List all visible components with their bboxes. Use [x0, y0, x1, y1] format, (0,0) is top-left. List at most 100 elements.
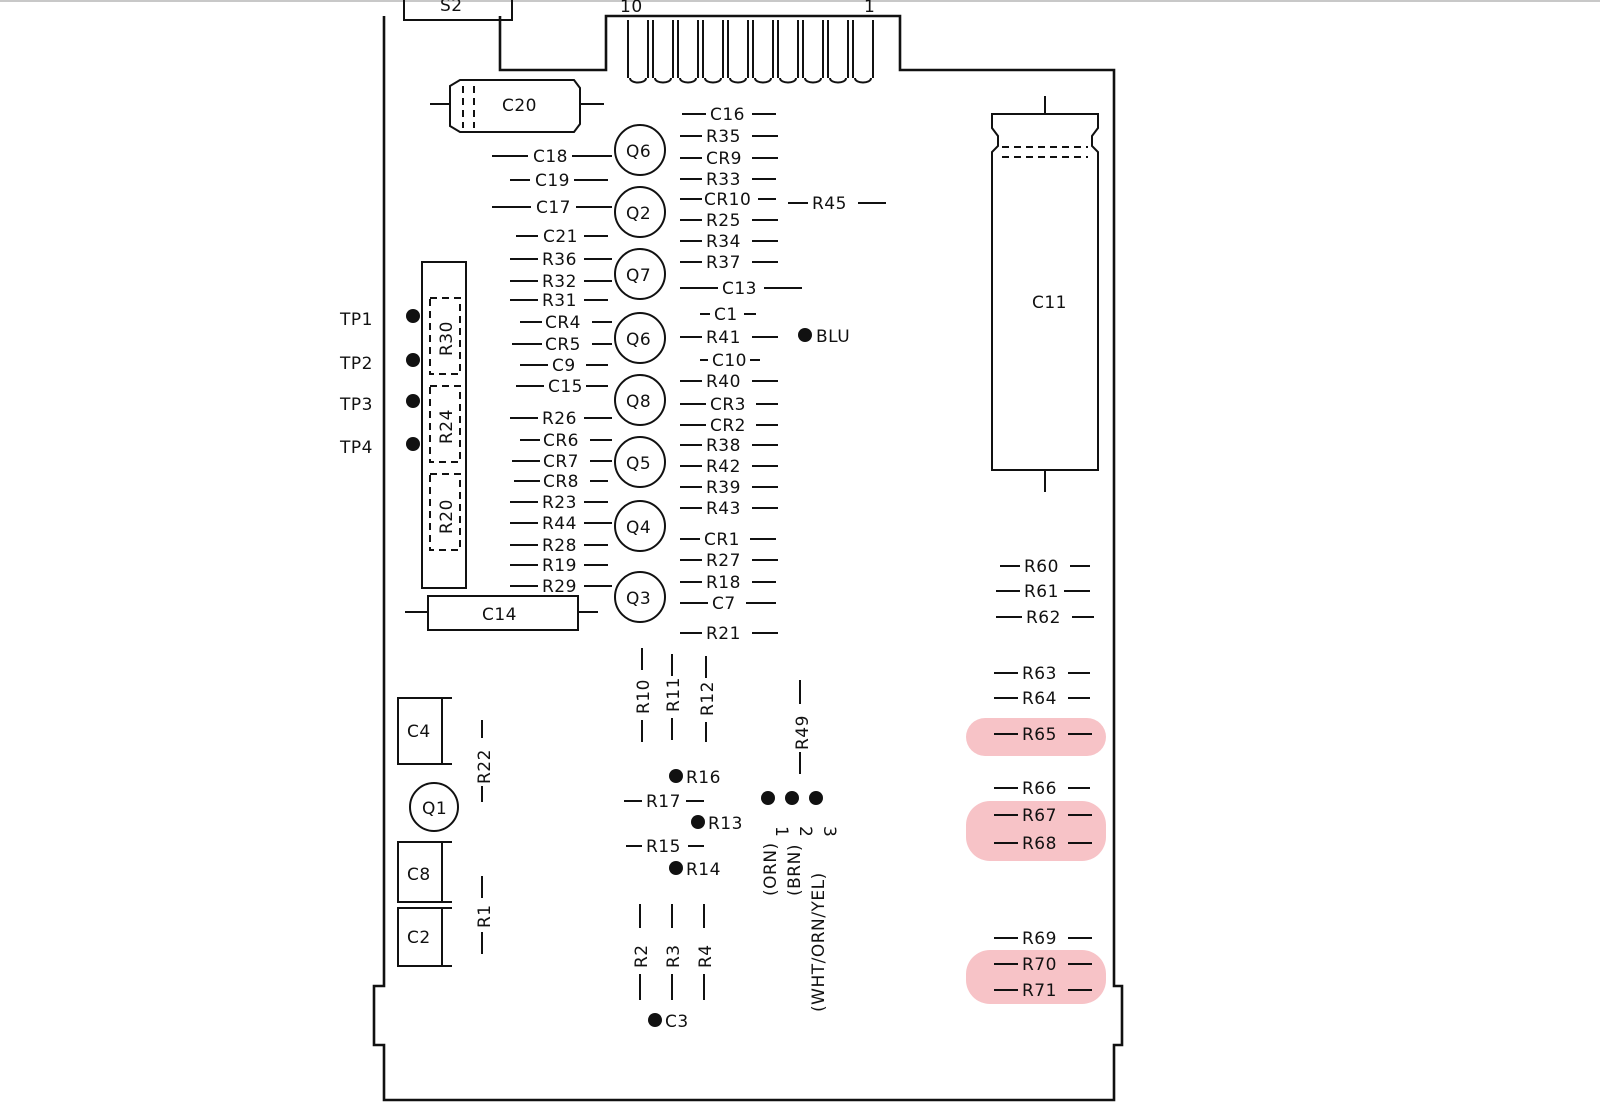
- tp1-dot: [406, 309, 420, 323]
- svg-text:R40: R40: [706, 372, 741, 392]
- svg-text:R32: R32: [542, 272, 577, 292]
- svg-text:C18: C18: [533, 147, 568, 167]
- svg-text:R16: R16: [686, 768, 721, 788]
- component-r35: R35: [680, 127, 778, 147]
- svg-text:R69: R69: [1022, 929, 1057, 949]
- component-r45: R45: [788, 194, 886, 214]
- component-c21: C21: [516, 227, 608, 247]
- svg-text:R1: R1: [475, 904, 495, 928]
- svg-text:R25: R25: [706, 211, 741, 231]
- component-r26: R26: [510, 409, 612, 429]
- r20-label: R20: [437, 499, 457, 534]
- svg-text:R65: R65: [1022, 725, 1057, 745]
- svg-text:R41: R41: [706, 328, 741, 348]
- svg-text:R14: R14: [686, 860, 721, 880]
- transistor-q7: [614, 248, 666, 300]
- wire-orn-label: (ORN): [761, 842, 781, 896]
- svg-text:C9: C9: [552, 356, 576, 376]
- svg-text:R39: R39: [706, 478, 741, 498]
- svg-text:CR6: CR6: [543, 431, 579, 451]
- transistor-q6: [614, 312, 666, 364]
- component-c13: C13: [680, 279, 802, 299]
- svg-text:R70: R70: [1022, 955, 1057, 975]
- wire-wht-orn-yel-label: (WHT/ORN/YEL): [809, 872, 829, 1012]
- component-r67: R67: [994, 806, 1092, 826]
- resistor-r22: R22: [475, 720, 495, 802]
- svg-text:R17: R17: [646, 792, 681, 812]
- svg-text:CR9: CR9: [706, 149, 742, 169]
- svg-text:R35: R35: [706, 127, 741, 147]
- svg-text:CR5: CR5: [545, 335, 581, 355]
- resistor-r10: R10: [634, 648, 654, 742]
- connector-pin-1-label: 1: [864, 0, 875, 17]
- left-component-column: C18 C19 C17 C21 R36 R32 R31 CR4 CR5 C9 C…: [492, 147, 612, 597]
- component-r63: R63: [994, 664, 1090, 684]
- component-r60: R60: [1000, 557, 1090, 577]
- svg-text:R68: R68: [1022, 834, 1057, 854]
- capacitor-c8: C8: [397, 841, 452, 903]
- svg-text:R33: R33: [706, 170, 741, 190]
- component-r71: R71: [994, 981, 1092, 1001]
- wire-brn-label: (BRN): [785, 844, 805, 896]
- component-c15: C15: [516, 377, 608, 397]
- connector-pin-10-label: 10: [620, 0, 643, 17]
- pin-1-label: 1: [771, 826, 791, 837]
- svg-text:R64: R64: [1022, 689, 1057, 709]
- svg-text:CR7: CR7: [543, 452, 579, 472]
- svg-text:C15: C15: [548, 377, 583, 397]
- svg-text:R11: R11: [664, 677, 684, 712]
- component-r27: R27: [680, 551, 778, 571]
- svg-text:R29: R29: [542, 577, 577, 597]
- svg-text:R34: R34: [706, 232, 741, 252]
- svg-text:CR10: CR10: [704, 190, 751, 210]
- svg-text:C1: C1: [714, 305, 738, 325]
- component-c3: C3: [648, 1012, 688, 1032]
- component-c10: C10: [700, 351, 760, 371]
- c2-label: C2: [407, 928, 431, 948]
- component-r37: R37: [680, 253, 778, 273]
- highlight-r65: [966, 718, 1106, 756]
- wire-connection-pins: 1 2 3 (ORN) (BRN) (WHT/ORN/YEL): [761, 791, 839, 1012]
- capacitor-c11: C11: [991, 96, 1099, 492]
- svg-text:R18: R18: [706, 573, 741, 593]
- q2-label: Q2: [626, 204, 651, 224]
- svg-text:R27: R27: [706, 551, 741, 571]
- svg-text:R22: R22: [475, 749, 495, 784]
- component-r14: R14: [669, 860, 721, 880]
- component-c19: C19: [510, 171, 608, 191]
- q6b-label: Q6: [626, 330, 651, 350]
- component-r43: R43: [680, 499, 778, 519]
- r24-label: R24: [437, 409, 457, 444]
- tp3-label: TP3: [339, 395, 373, 415]
- component-r42: R42: [680, 457, 778, 477]
- svg-text:R44: R44: [542, 514, 577, 534]
- r30-label: R30: [437, 321, 457, 356]
- component-r32: R32: [510, 272, 612, 292]
- c20-label: C20: [502, 96, 537, 116]
- q4-label: Q4: [626, 518, 651, 538]
- svg-text:R66: R66: [1022, 779, 1057, 799]
- q3-label: Q3: [626, 589, 651, 609]
- component-cr7: CR7: [512, 452, 612, 472]
- component-c18: C18: [492, 147, 612, 167]
- right-component-column: C16 R35 CR9 R33 CR10 R25 R34 R37 C13 C1 …: [680, 105, 802, 644]
- component-r25: R25: [680, 211, 778, 231]
- component-cr6: CR6: [520, 431, 612, 451]
- capacitor-c4: C4: [397, 697, 452, 765]
- svg-text:R4: R4: [696, 944, 716, 968]
- component-r64: R64: [994, 689, 1090, 709]
- svg-text:R23: R23: [542, 493, 577, 513]
- component-r23: R23: [510, 493, 608, 513]
- svg-text:R26: R26: [542, 409, 577, 429]
- svg-text:CR2: CR2: [710, 416, 746, 436]
- svg-text:R36: R36: [542, 250, 577, 270]
- q6a-label: Q6: [626, 142, 651, 162]
- component-cr4: CR4: [520, 313, 612, 333]
- resistor-r12: R12: [698, 656, 718, 742]
- component-r19: R19: [510, 556, 608, 576]
- s2-switch: S2: [403, 0, 513, 21]
- resistor-r49: R49: [793, 680, 813, 774]
- svg-text:R37: R37: [706, 253, 741, 273]
- tp2-label: TP2: [339, 354, 373, 374]
- component-r13: R13: [691, 814, 742, 834]
